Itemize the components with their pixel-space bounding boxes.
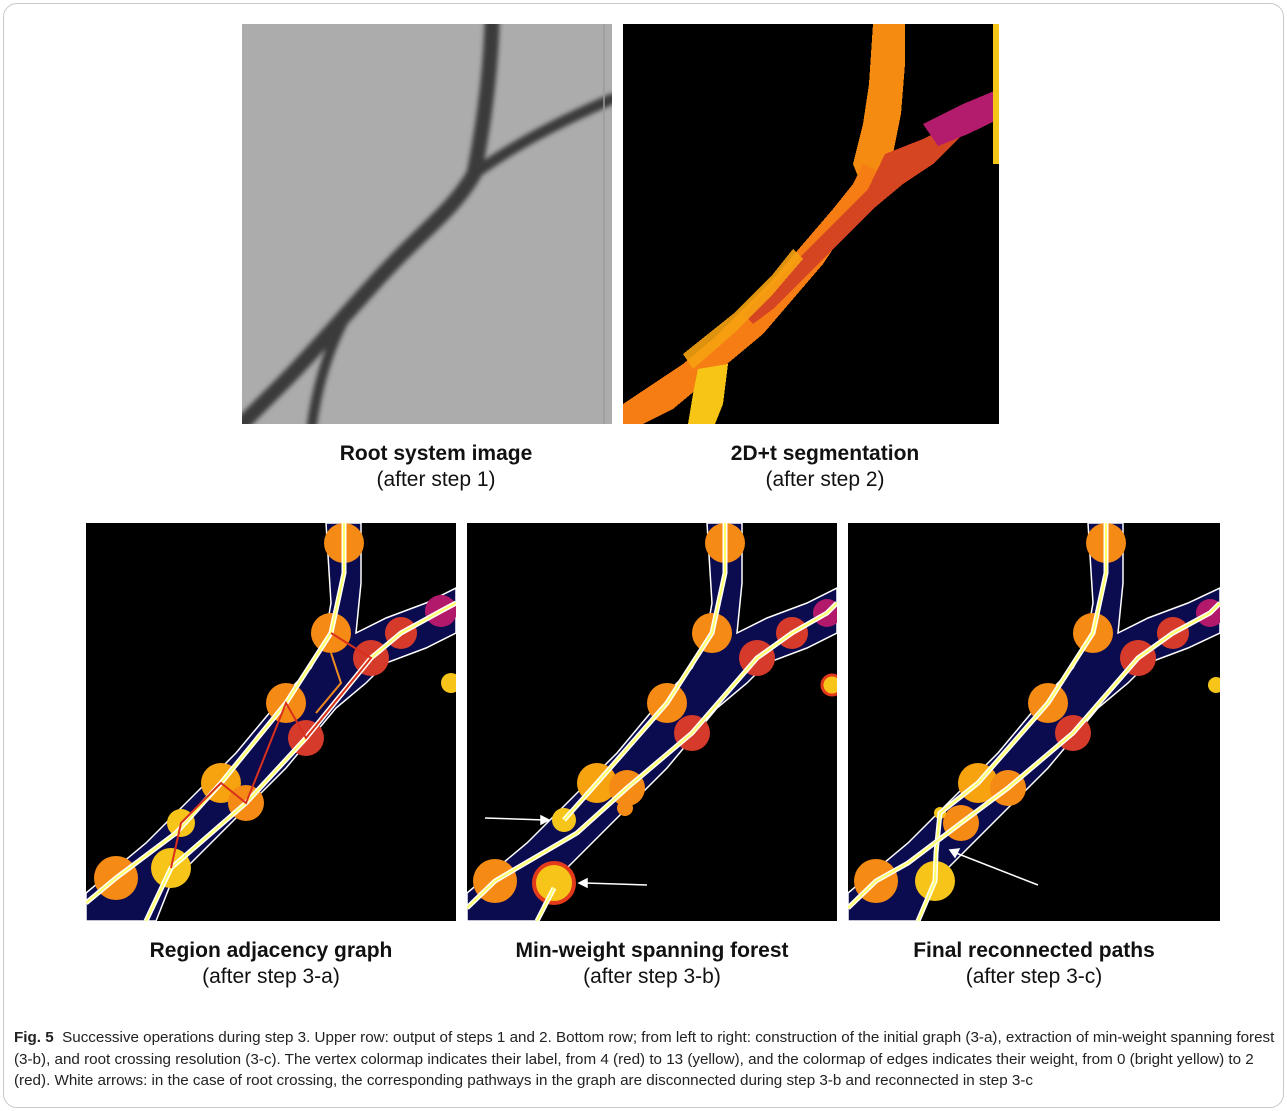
white-arrows xyxy=(484,814,648,889)
region-adjacency-graph xyxy=(86,523,456,921)
region-adjacency-caption: Region adjacency graph (after step 3-a) xyxy=(86,938,456,990)
panel-title: Root system image xyxy=(339,442,533,465)
edges xyxy=(86,523,456,921)
root-system-image xyxy=(242,24,612,424)
figure-frame xyxy=(3,3,1284,1108)
panel-subtitle: (after step 1) xyxy=(376,468,496,491)
panel-title: Min-weight spanning forest xyxy=(515,939,789,962)
panel-title: Final reconnected paths xyxy=(913,939,1155,962)
panel-subtitle: (after step 3-a) xyxy=(202,965,340,988)
reconnected-paths-caption: Final reconnected paths (after step 3-c) xyxy=(848,938,1220,990)
panel-title: 2D+t segmentation xyxy=(730,442,920,465)
figure-label: Fig. 5 xyxy=(14,1029,54,1046)
panel-subtitle: (after step 2) xyxy=(765,468,885,491)
spanning-forest-caption: Min-weight spanning forest (after step 3… xyxy=(467,938,837,990)
root-system-image-caption: Root system image (after step 1) xyxy=(242,441,630,493)
figure-caption-text: Successive operations during step 3. Upp… xyxy=(14,1029,1275,1089)
panel-subtitle: (after step 3-b) xyxy=(583,965,721,988)
panel-subtitle: (after step 3-c) xyxy=(965,965,1103,988)
white-arrow xyxy=(948,848,1039,886)
final-reconnected-paths xyxy=(848,523,1220,921)
segmentation-caption: 2D+t segmentation (after step 2) xyxy=(620,441,1030,493)
segmentation-image xyxy=(623,24,999,424)
min-weight-spanning-forest xyxy=(467,523,837,921)
figure-caption: Fig. 5 Successive operations during step… xyxy=(14,1027,1276,1092)
panel-title: Region adjacency graph xyxy=(149,939,393,962)
